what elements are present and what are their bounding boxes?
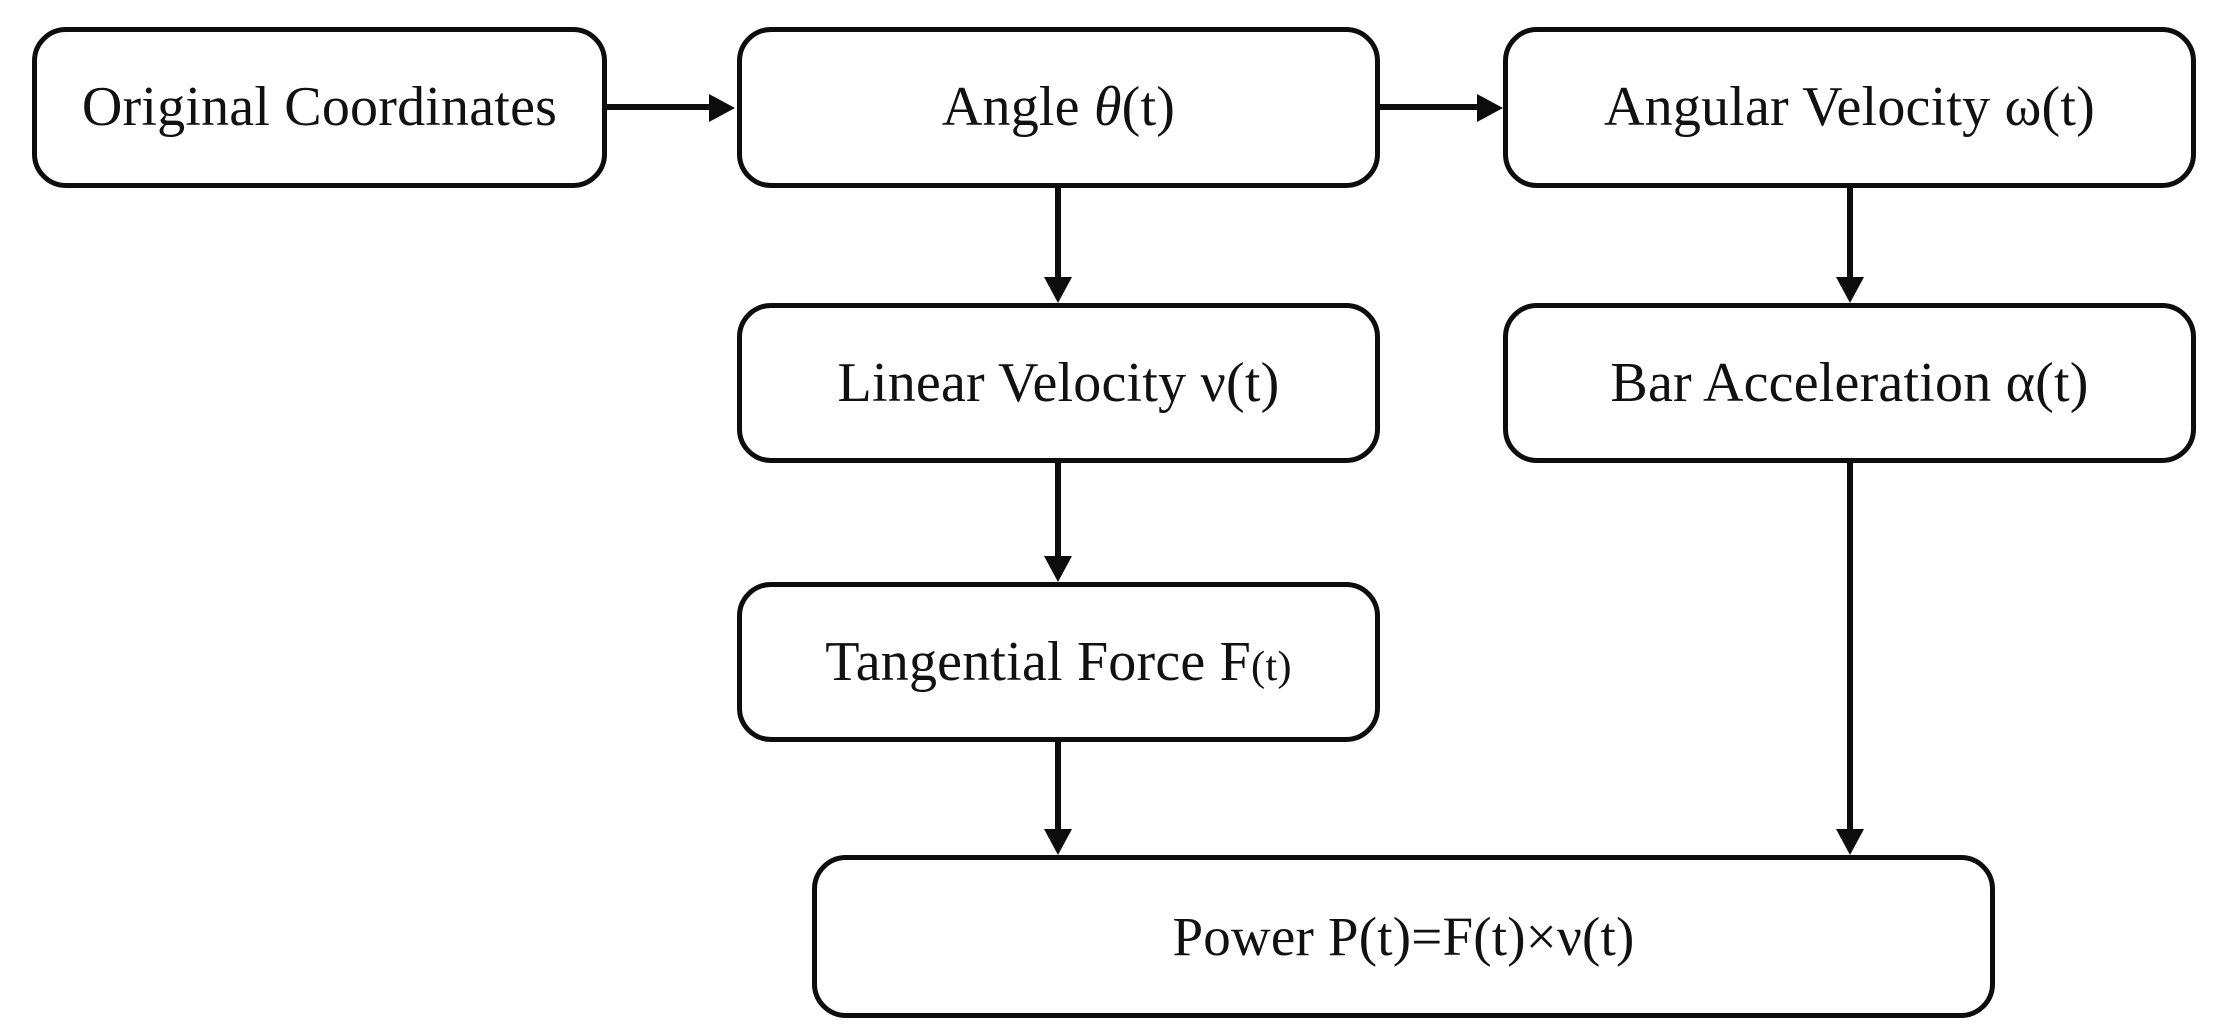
- tangential-force-label-main: Tangential Force F: [825, 630, 1252, 693]
- node-label-power: Power P(t)=F(t)×ν(t): [1172, 905, 1635, 967]
- edge-original-to-angle: [607, 104, 711, 110]
- arrowhead-angular-velocity-to-bar-acceleration: [1836, 277, 1864, 303]
- arrowhead-linear-velocity-to-tangential-force: [1044, 556, 1072, 582]
- node-label-original-coordinates: Original Coordinates: [81, 76, 558, 139]
- node-angular-velocity[interactable]: Angular Velocity ω(t): [1503, 27, 2196, 188]
- arrowhead-bar-acceleration-to-power: [1836, 829, 1864, 855]
- angle-label-suffix: (t): [1121, 76, 1176, 139]
- angle-label-prefix: Angle: [941, 76, 1094, 139]
- node-linear-velocity[interactable]: Linear Velocity ν(t): [737, 303, 1380, 463]
- edge-angular-velocity-to-bar-acceleration: [1847, 188, 1853, 281]
- node-label-bar-acceleration: Bar Acceleration α(t): [1610, 351, 2089, 414]
- edge-tangential-force-to-power: [1055, 742, 1061, 833]
- arrowhead-original-to-angle: [709, 94, 735, 122]
- node-bar-acceleration[interactable]: Bar Acceleration α(t): [1503, 303, 2196, 463]
- node-tangential-force[interactable]: Tangential Force F(t): [737, 582, 1380, 742]
- edge-bar-acceleration-to-power: [1847, 463, 1853, 833]
- arrowhead-angle-to-linear-velocity: [1044, 277, 1072, 303]
- node-label-angular-velocity: Angular Velocity ω(t): [1603, 76, 2096, 139]
- arrowhead-tangential-force-to-power: [1044, 829, 1072, 855]
- node-label-angle: Angle θ(t): [928, 75, 1189, 139]
- tangential-force-label-small: (t): [1251, 642, 1292, 690]
- node-angle[interactable]: Angle θ(t): [737, 27, 1380, 188]
- node-label-linear-velocity: Linear Velocity ν(t): [837, 351, 1280, 414]
- node-label-tangential-force: Tangential Force F(t): [811, 630, 1306, 694]
- node-original-coordinates[interactable]: Original Coordinates: [32, 27, 607, 188]
- node-power[interactable]: Power P(t)=F(t)×ν(t): [812, 855, 1995, 1018]
- edge-linear-velocity-to-tangential-force: [1055, 463, 1061, 560]
- arrowhead-angle-to-angular-velocity: [1477, 94, 1503, 122]
- theta-symbol: θ: [1093, 76, 1122, 139]
- edge-angle-to-angular-velocity: [1380, 104, 1479, 110]
- edge-angle-to-linear-velocity: [1055, 188, 1061, 281]
